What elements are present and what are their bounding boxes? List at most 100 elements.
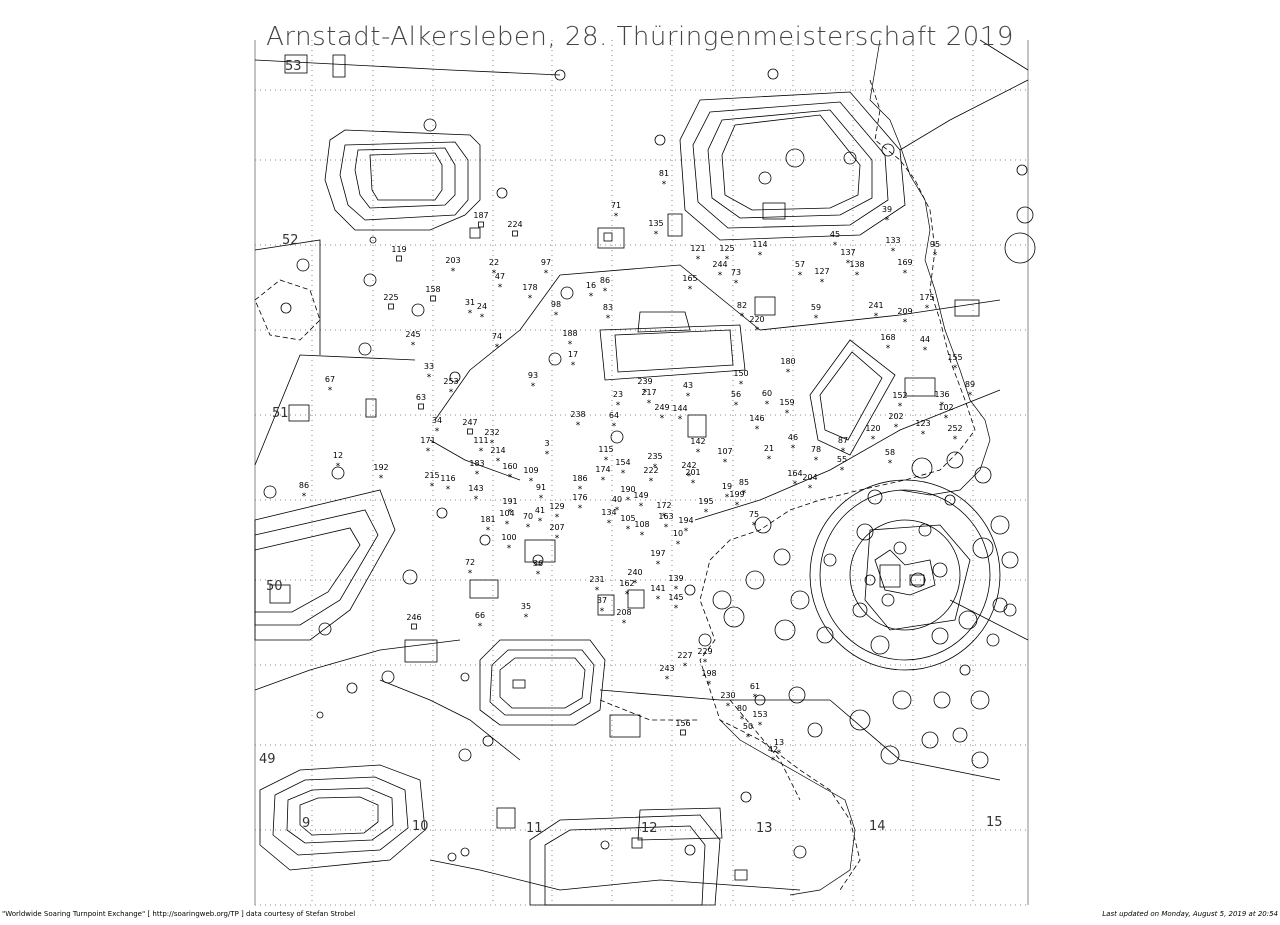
turnpoint-star-icon: * — [814, 314, 819, 324]
turnpoint-star-icon: * — [524, 613, 529, 623]
turnpoint-marker: 208* — [616, 608, 631, 629]
turnpoint-star-icon: * — [545, 450, 550, 460]
turnpoint-marker: 239* — [637, 377, 652, 398]
turnpoint-star-icon: * — [529, 477, 534, 487]
turnpoint-marker: 10* — [673, 529, 683, 550]
turnpoint-label: 249 — [654, 403, 669, 412]
turnpoint-label: 197 — [650, 549, 665, 558]
turnpoint-star-icon: * — [633, 579, 638, 589]
turnpoint-label: 195 — [698, 497, 713, 506]
turnpoint-marker: 12* — [333, 451, 343, 472]
turnpoint-marker: 222* — [643, 466, 658, 487]
turnpoint-marker: 129 * — [549, 502, 564, 523]
turnpoint-label: 91 — [536, 483, 546, 492]
turnpoint-label: 203 — [445, 256, 460, 265]
turnpoint-marker: 104* — [499, 509, 514, 530]
turnpoint-marker: 183* — [469, 459, 484, 480]
turnpoint-marker: 67* — [325, 375, 335, 396]
turnpoint-marker: 86* — [600, 276, 610, 297]
turnpoint-marker: 19* — [722, 482, 732, 503]
turnpoint-marker: 93* — [528, 371, 538, 392]
turnpoint-marker: 56* — [731, 390, 741, 411]
turnpoint-star-icon: * — [622, 619, 627, 629]
turnpoint-marker: 136* — [934, 390, 949, 411]
turnpoint-star-icon: * — [578, 485, 583, 495]
turnpoint-marker: 75* — [749, 510, 759, 531]
turnpoint-star-icon: * — [446, 485, 451, 495]
turnpoint-label: 102 — [938, 403, 953, 412]
turnpoint-marker: 100* — [501, 533, 516, 554]
turnpoint-label: 169 — [897, 258, 912, 267]
turnpoint-marker: 36* — [533, 559, 543, 580]
turnpoint-label: 181 — [480, 515, 495, 524]
turnpoint-star-icon: * — [686, 392, 691, 402]
turnpoint-star-icon: * — [841, 447, 846, 457]
turnpoint-star-icon: * — [944, 414, 949, 424]
turnpoint-star-icon: * — [554, 311, 559, 321]
turnpoint-star-icon: * — [725, 255, 730, 265]
turnpoint-label: 58 — [885, 448, 895, 457]
turnpoint-star-icon: * — [814, 456, 819, 466]
turnpoint-star-icon: * — [746, 733, 751, 743]
turnpoint-marker: 71* — [611, 201, 621, 222]
turnpoint-star-icon: * — [793, 480, 798, 490]
turnpoint-star-icon: * — [894, 423, 899, 433]
turnpoint-label: 78 — [811, 445, 821, 454]
turnpoint-label: 190 — [620, 485, 635, 494]
turnpoint-star-icon: * — [616, 401, 621, 411]
turnpoint-label: 50 — [743, 722, 753, 731]
land-border — [719, 39, 991, 896]
turnpoint-star-icon: * — [742, 489, 747, 499]
turnpoint-marker: 35* — [521, 602, 531, 623]
turnpoint-label: 165 — [682, 274, 697, 283]
turnpoint-star-icon: * — [621, 469, 626, 479]
turnpoint-label: 141 — [650, 584, 665, 593]
longitude-label: 12 — [641, 821, 658, 836]
turnpoint-marker: 203* — [445, 256, 460, 277]
turnpoint-marker: 245* — [405, 330, 420, 351]
turnpoint-star-icon: * — [507, 544, 512, 554]
footer-credit: "Worldwide Soaring Turnpoint Exchange" [… — [2, 910, 356, 918]
turnpoint-label: 24 — [477, 302, 487, 311]
longitude-label: 15 — [986, 815, 1003, 830]
turnpoint-label: 202 — [888, 412, 903, 421]
turnpoint-label: 138 — [849, 260, 864, 269]
turnpoint-marker: 207* — [549, 523, 564, 544]
turnpoint-label: 129 — [549, 502, 564, 511]
turnpoint-label: 171 — [420, 436, 435, 445]
turnpoint-star-icon: * — [840, 466, 845, 476]
turnpoint-star-icon: * — [891, 247, 896, 257]
turnpoint-star-icon: * — [555, 513, 560, 523]
turnpoint-label: 81 — [659, 169, 669, 178]
turnpoint-label: 245 — [405, 330, 420, 339]
turnpoint-star-icon: * — [903, 318, 908, 328]
turnpoint-marker: 137* — [840, 248, 855, 269]
turnpoint-star-icon: * — [612, 422, 617, 432]
turnpoint-marker: 201* — [685, 468, 700, 489]
turnpoint-label: 23 — [613, 390, 623, 399]
turnpoint-marker: 23 * — [613, 390, 623, 411]
turnpoint-label: 201 — [685, 468, 700, 477]
turnpoint-star-icon: * — [808, 484, 813, 494]
turnpoint-label: 41 — [535, 506, 545, 515]
turnpoint-label: 163 — [658, 512, 673, 521]
turnpoint-star-icon: * — [674, 604, 679, 614]
turnpoint-star-icon: * — [898, 402, 903, 412]
turnpoint-label: 241 — [868, 301, 883, 310]
turnpoint-marker: 204* — [802, 473, 817, 494]
turnpoint-marker: 119 — [391, 245, 407, 262]
turnpoint-marker: 190* — [620, 485, 635, 506]
latitude-label: 49 — [259, 752, 276, 767]
turnpoint-label: 191 — [502, 497, 517, 506]
turnpoint-marker: 80* — [737, 704, 747, 725]
turnpoint-marker: 180* — [780, 357, 795, 378]
turnpoint-label: 64 — [609, 411, 619, 420]
turnpoint-star-icon: * — [426, 447, 431, 457]
turnpoint-label: 40 — [612, 495, 622, 504]
turnpoint-label: 39 — [882, 205, 892, 214]
turnpoint-marker: 135* — [648, 219, 663, 240]
turnpoint-label: 121 — [690, 244, 705, 253]
turnpoint-star-icon: * — [798, 271, 803, 281]
turnpoint-label: 98 — [551, 300, 561, 309]
